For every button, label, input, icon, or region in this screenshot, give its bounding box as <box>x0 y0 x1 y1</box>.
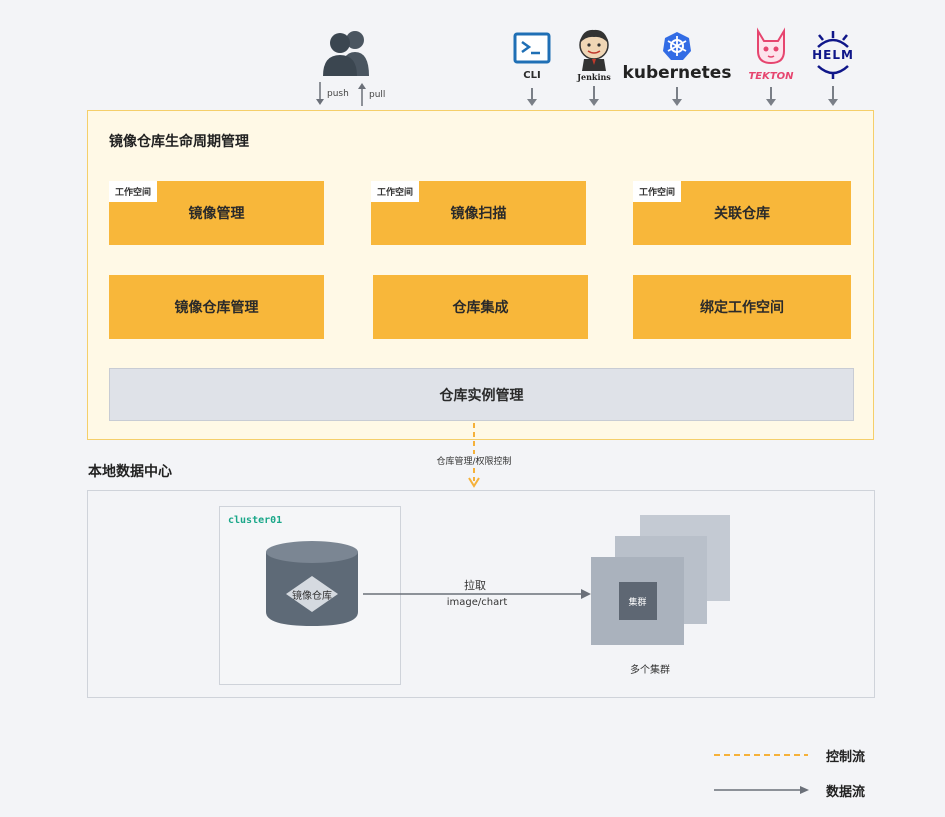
image-scan-box: 工作空间 镜像扫描 <box>371 181 586 245</box>
tekton-arrowhead-icon <box>766 99 776 106</box>
registry-database-icon <box>266 541 358 626</box>
push-arrow-icon <box>316 82 324 105</box>
registry-management-box: 镜像仓库管理 <box>109 275 324 339</box>
bind-workspace-box: 绑定工作空间 <box>633 275 851 339</box>
instance-management-bar: 仓库实例管理 <box>109 368 854 421</box>
legend-data-label: 数据流 <box>826 785 866 800</box>
legend-control-line <box>714 754 808 756</box>
helm-label: HELM <box>812 48 854 62</box>
cluster-card-front: 集群 <box>591 557 684 645</box>
jenkins-butler-icon <box>579 29 609 71</box>
pull-arrow-icon <box>358 83 366 106</box>
tekton-label: TEKTON <box>748 71 794 82</box>
control-flow-connector <box>468 423 480 488</box>
cli-arrowhead-icon <box>527 99 537 106</box>
cli-label: CLI <box>523 70 541 81</box>
pull-action-label: 拉取 <box>440 577 510 593</box>
workspace-tag: 工作空间 <box>633 181 682 202</box>
linked-registry-label: 关联仓库 <box>714 206 770 222</box>
workspace-tag: 工作空间 <box>109 181 158 202</box>
image-scan-label: 镜像扫描 <box>450 206 507 222</box>
workspace-tag: 工作空间 <box>371 181 420 202</box>
pull-label: pull <box>369 90 386 100</box>
datacenter-title: 本地数据中心 <box>88 464 172 480</box>
cli-arrow <box>531 88 533 101</box>
data-flow-arrow <box>363 589 591 599</box>
registry-integration-label: 仓库集成 <box>452 300 509 316</box>
kubernetes-label: kubernetes <box>622 63 732 83</box>
helm-arrowhead-icon <box>828 99 838 106</box>
image-management-box: 工作空间 镜像管理 <box>109 181 324 245</box>
lifecycle-title: 镜像仓库生命周期管理 <box>109 134 249 150</box>
connector-label: 仓库管理/权限控制 <box>412 454 536 467</box>
registry-integration-box: 仓库集成 <box>373 275 588 339</box>
jenkins-arrowhead-icon <box>589 99 599 106</box>
push-label: push <box>327 89 349 99</box>
cli-terminal-icon <box>513 32 551 64</box>
kubernetes-arrow <box>676 87 678 101</box>
multi-cluster-label: 多个集群 <box>630 665 670 676</box>
linked-registry-box: 工作空间 关联仓库 <box>633 181 851 245</box>
kubernetes-arrowhead-icon <box>672 99 682 106</box>
bind-workspace-label: 绑定工作空间 <box>700 300 784 316</box>
helm-arrow <box>832 86 834 101</box>
registry-label: 镜像仓库 <box>292 591 332 602</box>
pull-sub-label: image/chart <box>446 597 508 608</box>
helm-top-arcs-icon <box>817 31 849 48</box>
legend-control-label: 控制流 <box>826 750 866 765</box>
cluster-card-label: 集群 <box>618 582 657 620</box>
jenkins-arrow <box>593 86 595 101</box>
jenkins-label: Jenkins <box>577 72 611 82</box>
registry-management-label: 镜像仓库管理 <box>174 300 259 316</box>
tekton-arrow <box>770 87 772 101</box>
cluster-name: cluster01 <box>228 515 283 526</box>
users-icon <box>323 31 369 76</box>
instance-management-label: 仓库实例管理 <box>439 387 524 404</box>
legend-data-arrow <box>714 786 809 794</box>
helm-bottom-arcs-icon <box>817 65 849 79</box>
kubernetes-helm-wheel-icon <box>663 32 691 60</box>
tekton-cat-icon <box>757 27 785 65</box>
image-management-label: 镜像管理 <box>188 206 245 222</box>
